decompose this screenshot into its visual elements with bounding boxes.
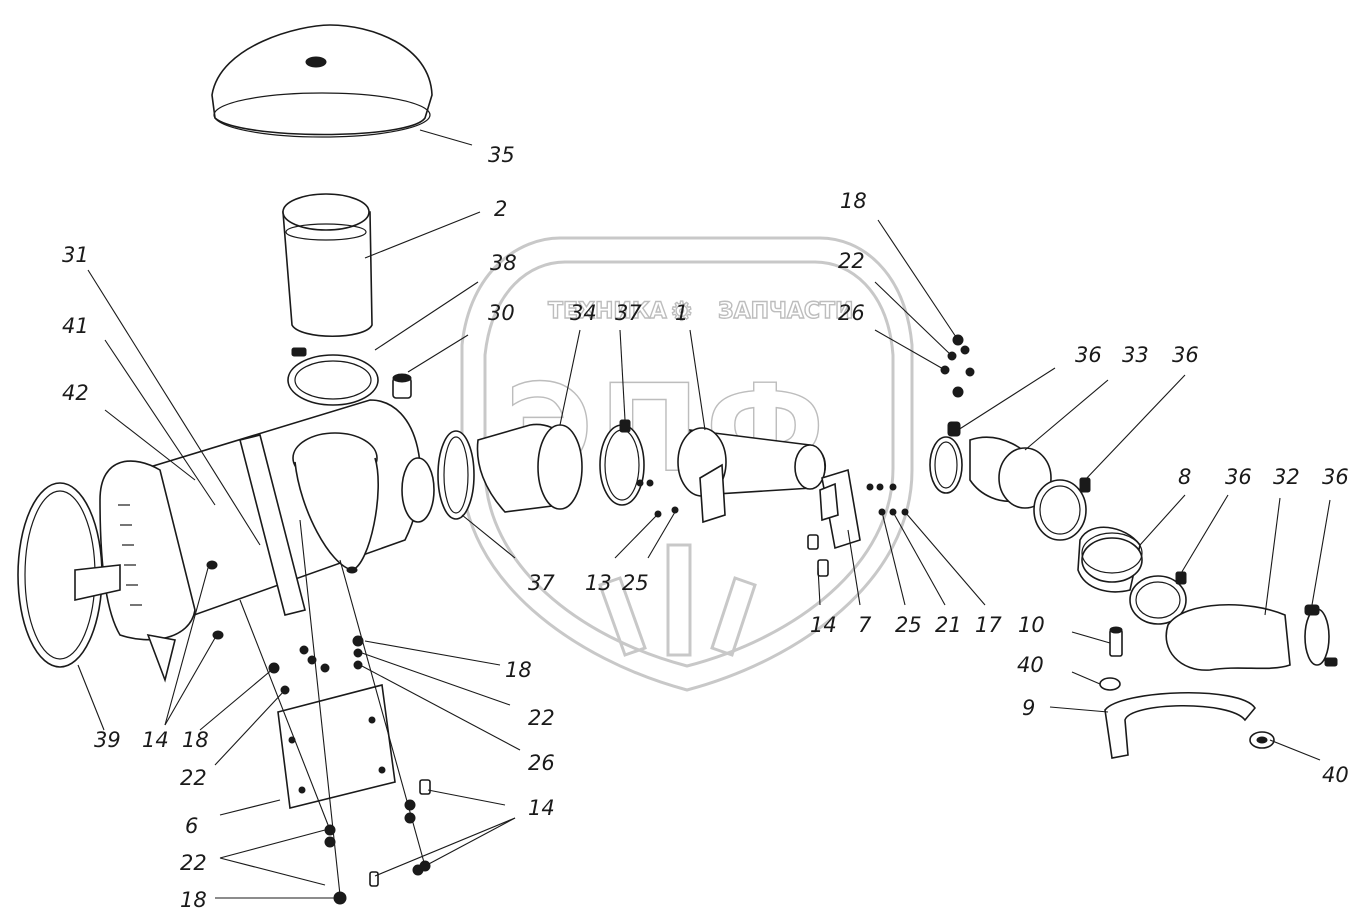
label-8: 8: [1178, 465, 1191, 489]
label-37-bottom: 37: [528, 571, 555, 595]
label-9: 9: [1022, 696, 1035, 720]
label-33: 33: [1122, 343, 1149, 367]
label-21: 21: [935, 613, 962, 637]
part-ring-gasket: [287, 347, 379, 406]
label-17: 17: [975, 613, 1002, 637]
label-18-mid: 18: [505, 658, 532, 682]
part-drain-fitting: [1109, 626, 1123, 657]
part-intake-pipe: [677, 427, 826, 524]
label-26-top: 26: [838, 301, 865, 325]
label-40-a: 40: [1017, 653, 1044, 677]
label-1: 1: [675, 301, 688, 325]
label-18-bottom: 18: [180, 888, 207, 912]
part-indicator-plug: [392, 373, 412, 399]
label-14-bottom: 14: [528, 796, 555, 820]
part-bracket: [819, 468, 861, 550]
part-drain-tube: [1104, 692, 1256, 759]
label-36-b: 36: [1172, 343, 1199, 367]
label-22-top: 22: [838, 249, 865, 273]
label-6: 6: [185, 814, 198, 838]
part-right-clamp-2: [1033, 479, 1087, 541]
part-tube-clamp-2: [1249, 731, 1275, 749]
part-hose-clamp: [599, 419, 645, 506]
watermark-right-word: ЗАПЧАСТИ: [718, 299, 853, 324]
part-corrugated-sleeve: [1077, 526, 1143, 593]
watermark-left-word: ТЕХНИКА: [548, 299, 667, 324]
label-10: 10: [1018, 613, 1045, 637]
part-elbow-hose: [476, 423, 583, 513]
label-13: 13: [585, 571, 612, 595]
leader-lines: [77, 129, 1331, 899]
label-32: 32: [1273, 465, 1300, 489]
label-31: 31: [62, 243, 89, 267]
label-7: 7: [858, 613, 872, 637]
part-main-housing: [99, 399, 422, 683]
label-34: 34: [570, 301, 597, 325]
part-cover-plate: [277, 683, 396, 809]
label-38: 38: [490, 251, 517, 275]
label-41: 41: [62, 314, 89, 338]
label-2: 2: [494, 197, 507, 221]
label-40-b: 40: [1322, 763, 1349, 787]
label-22-left: 22: [180, 766, 207, 790]
label-36-c: 36: [1225, 465, 1252, 489]
part-right-clamp-3: [1129, 571, 1187, 625]
part-intake-cone: [292, 432, 435, 574]
part-filter-element: [282, 193, 373, 338]
part-band-clamp: [17, 482, 121, 668]
label-25-b: 25: [895, 613, 922, 637]
watermark-shield-outline: [460, 236, 914, 692]
label-25-a: 25: [622, 571, 649, 595]
part-labels: 35 2 31 38 30 41 42 34 37 1 18 22 26 36 …: [62, 143, 1349, 912]
watermark-shield-inner: [483, 260, 895, 668]
watermark-gear-icon: ⚙: [670, 297, 693, 327]
label-42: 42: [62, 381, 89, 405]
label-39: 39: [94, 728, 121, 752]
label-18-top: 18: [840, 189, 867, 213]
wheat-emblem-icon: [598, 543, 757, 657]
label-22-bottom: 22: [180, 851, 207, 875]
part-right-clamp-1: [929, 436, 963, 494]
label-36-a: 36: [1075, 343, 1102, 367]
label-14-mid: 14: [810, 613, 837, 637]
label-14-left: 14: [142, 728, 169, 752]
part-outlet-clamp: [437, 430, 475, 520]
label-30: 30: [488, 301, 515, 325]
part-rubber-elbow: [1165, 603, 1330, 671]
label-37-top: 37: [615, 301, 642, 325]
part-tube-clamp-1: [1099, 677, 1121, 691]
part-cover-cap: [211, 24, 433, 138]
label-26-mid: 26: [528, 751, 555, 775]
label-22-mid: 22: [528, 706, 555, 730]
label-18-left: 18: [182, 728, 209, 752]
label-35: 35: [488, 143, 515, 167]
label-36-d: 36: [1322, 465, 1349, 489]
